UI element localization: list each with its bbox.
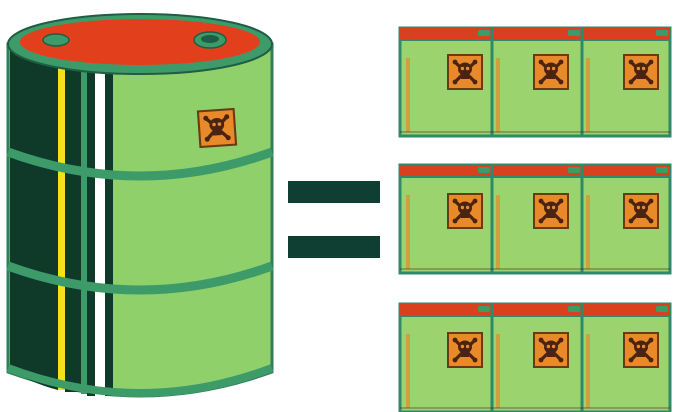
container-row-1 xyxy=(400,28,670,136)
container-row-3 xyxy=(400,304,670,412)
container-row-2 xyxy=(400,165,670,273)
barrel xyxy=(8,14,272,396)
equals-sign xyxy=(288,181,380,258)
barrel-hazard-label xyxy=(198,109,236,147)
